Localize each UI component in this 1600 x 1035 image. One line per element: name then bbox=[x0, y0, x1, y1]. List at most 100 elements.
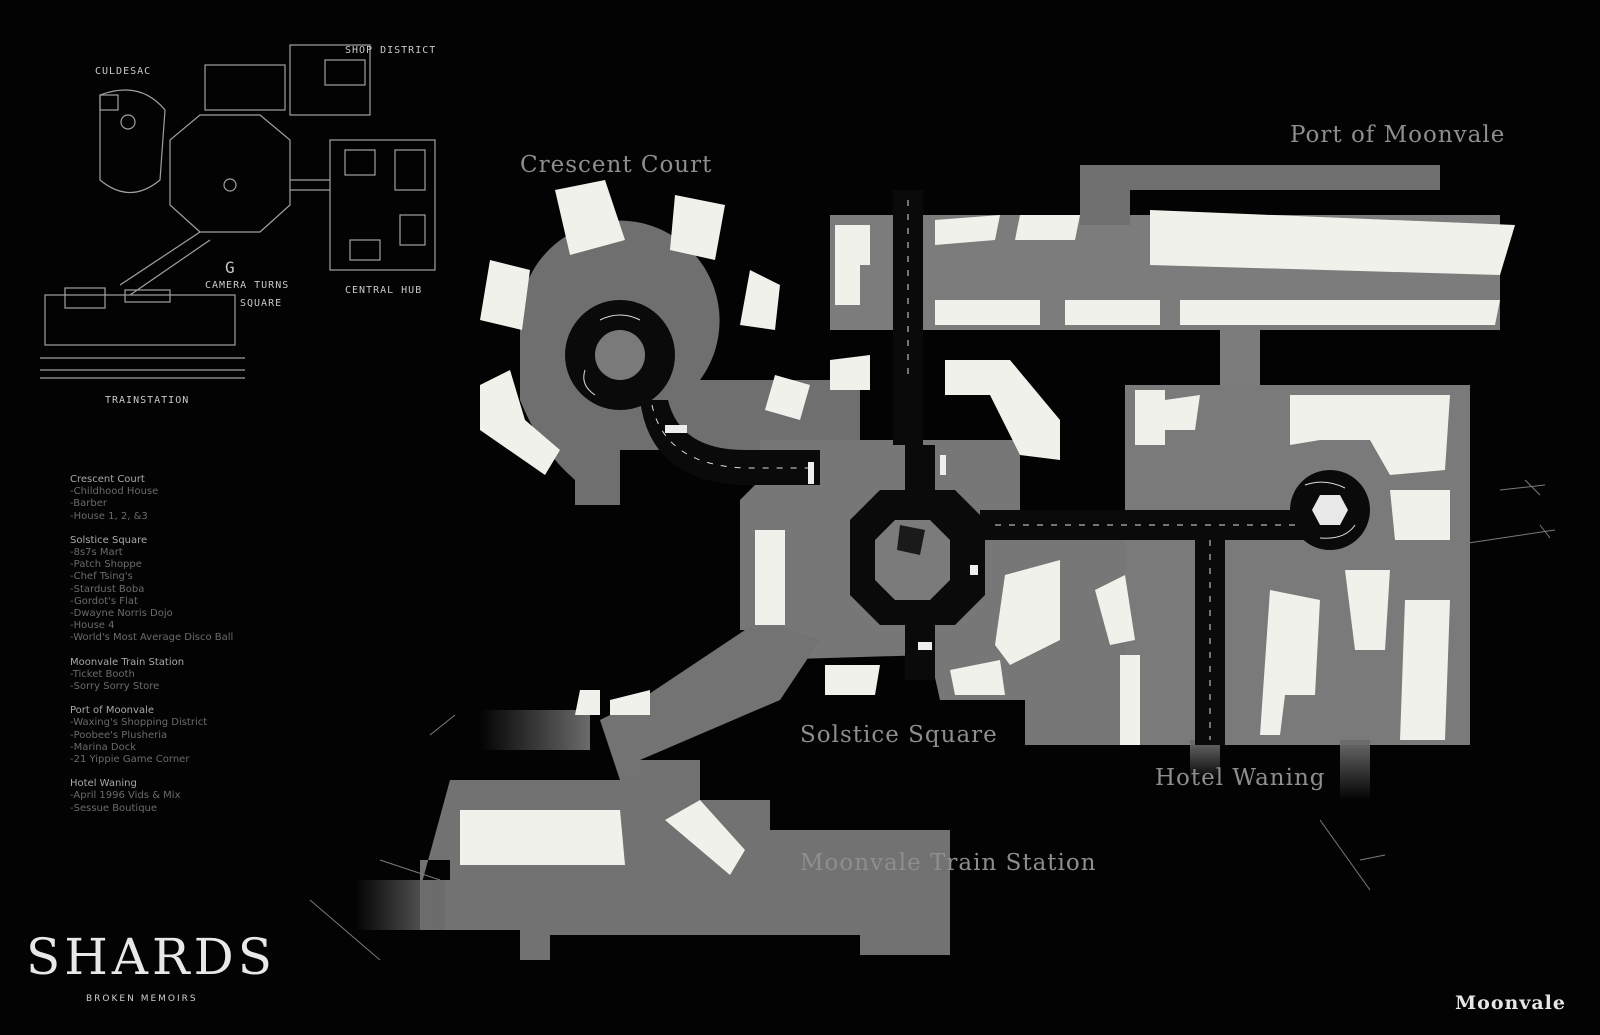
legend-section-title: Solstice Square bbox=[70, 534, 148, 546]
legend-item: -Chef Tsing's bbox=[70, 571, 133, 583]
building bbox=[1065, 300, 1160, 325]
legend-item: -8s7s Mart bbox=[70, 547, 123, 559]
sketch-culdesac bbox=[99, 89, 166, 193]
legend-item: -Marina Dock bbox=[70, 741, 137, 753]
sketch-hub bbox=[169, 114, 291, 233]
sketch-center bbox=[223, 178, 237, 192]
legend-section: Moonvale Train Station-Ticket Booth-Sorr… bbox=[70, 657, 233, 694]
sketch-label-g: G bbox=[225, 258, 236, 277]
logo-title: SHARDS bbox=[26, 928, 276, 986]
building bbox=[670, 195, 725, 260]
building bbox=[555, 180, 625, 255]
guide-line bbox=[1524, 479, 1541, 496]
guide-line bbox=[1319, 819, 1371, 891]
sketch-block bbox=[289, 44, 371, 116]
sketch-block bbox=[99, 94, 119, 111]
building bbox=[945, 360, 1060, 460]
legend-item: -Waxing's Shopping District bbox=[70, 717, 208, 729]
building bbox=[1400, 600, 1450, 740]
building bbox=[1180, 300, 1500, 325]
building bbox=[835, 260, 860, 305]
label-crescent-court: Crescent Court bbox=[520, 152, 713, 178]
hotel-island bbox=[1312, 495, 1348, 525]
legend-item: -21 Yippie Game Corner bbox=[70, 754, 190, 766]
sketch-map bbox=[40, 44, 436, 379]
sketch-center bbox=[120, 114, 136, 130]
buildings-layer bbox=[460, 180, 1515, 875]
building bbox=[480, 370, 560, 475]
building bbox=[950, 660, 1005, 695]
ground-fade-left bbox=[480, 710, 590, 750]
guide-line bbox=[1539, 524, 1551, 539]
direction-arrow bbox=[599, 314, 641, 321]
ground-diagonal-road bbox=[600, 620, 820, 780]
legend-item: -Patch Shoppe bbox=[70, 559, 142, 571]
legend-section: Hotel Waning-April 1996 Vids & Mix-Sessu… bbox=[70, 778, 233, 815]
legend-item: -Barber bbox=[70, 498, 107, 510]
ground-hotel-fade bbox=[1190, 740, 1220, 780]
building bbox=[1120, 655, 1140, 745]
building bbox=[1260, 590, 1320, 735]
ground-port-top bbox=[1080, 165, 1440, 190]
ground-hotel-fade bbox=[1340, 740, 1370, 800]
direction-arrow bbox=[1304, 481, 1346, 489]
legend-item: -Ticket Booth bbox=[70, 668, 135, 680]
sketch-label-culdesac: CULDESAC bbox=[95, 66, 152, 77]
city-name: Moonvale bbox=[1455, 992, 1566, 1014]
building bbox=[935, 215, 1000, 245]
building bbox=[575, 690, 600, 715]
crescent-island bbox=[595, 330, 645, 380]
crosswalks bbox=[665, 425, 978, 650]
sketch-block bbox=[204, 64, 286, 111]
building bbox=[1095, 575, 1135, 645]
building bbox=[995, 560, 1060, 665]
guide-line bbox=[429, 714, 456, 736]
building bbox=[1150, 210, 1515, 275]
label-solstice-square: Solstice Square bbox=[800, 722, 998, 748]
legend-section: Port of Moonvale-Waxing's Shopping Distr… bbox=[70, 705, 233, 766]
legend-section: Crescent Court-Childhood House-Barber-Ho… bbox=[70, 474, 233, 523]
building bbox=[1345, 570, 1390, 650]
building bbox=[755, 530, 785, 625]
sketch-block bbox=[394, 149, 426, 191]
logo-subtitle: BROKEN MEMOIRS bbox=[86, 994, 198, 1004]
road-east bbox=[980, 510, 1310, 540]
building bbox=[830, 355, 870, 390]
sketch-label-train-station: TRAINSTATION bbox=[105, 395, 190, 406]
label-port-of-moonvale: Port of Moonvale bbox=[1290, 122, 1506, 148]
ground-crescent bbox=[519, 220, 860, 505]
guide-line bbox=[379, 859, 441, 881]
guide-line bbox=[1454, 529, 1556, 546]
construction-lines bbox=[309, 479, 1556, 961]
guide-line bbox=[1359, 854, 1386, 861]
guide-line bbox=[309, 899, 381, 961]
sketch-central-hub bbox=[329, 139, 436, 271]
building bbox=[765, 375, 810, 420]
road-markings bbox=[583, 200, 1356, 740]
legend-item: -House 1, 2, &3 bbox=[70, 510, 148, 522]
legend-item: -World's Most Average Disco Ball bbox=[70, 632, 234, 644]
direction-arrow bbox=[1319, 524, 1356, 539]
sketch-label-central-hub: CENTRAL HUB bbox=[345, 285, 423, 296]
sketch-train bbox=[44, 294, 236, 346]
label-train-station: Moonvale Train Station bbox=[800, 850, 1097, 876]
legend-section-title: Hotel Waning bbox=[70, 778, 137, 790]
legend-item: -Gordot's Flat bbox=[70, 595, 138, 607]
building bbox=[1135, 390, 1165, 445]
legend-item: -Poobee's Plusheria bbox=[70, 729, 168, 741]
sketch-block bbox=[349, 239, 381, 261]
building bbox=[480, 260, 530, 330]
sketch-block bbox=[344, 149, 376, 176]
guide-line bbox=[1499, 484, 1546, 491]
sketch-block bbox=[124, 289, 171, 303]
crosswalk bbox=[970, 565, 978, 575]
building bbox=[665, 800, 745, 875]
label-hotel-waning: Hotel Waning bbox=[1155, 765, 1326, 791]
solstice-center bbox=[897, 525, 925, 555]
ground-fade-left bbox=[355, 880, 445, 930]
road-crescent-link bbox=[640, 400, 820, 485]
sketch-road bbox=[119, 231, 201, 286]
sketch-label-square: SQUARE bbox=[240, 298, 283, 309]
legend-section-title: Crescent Court bbox=[70, 474, 145, 485]
